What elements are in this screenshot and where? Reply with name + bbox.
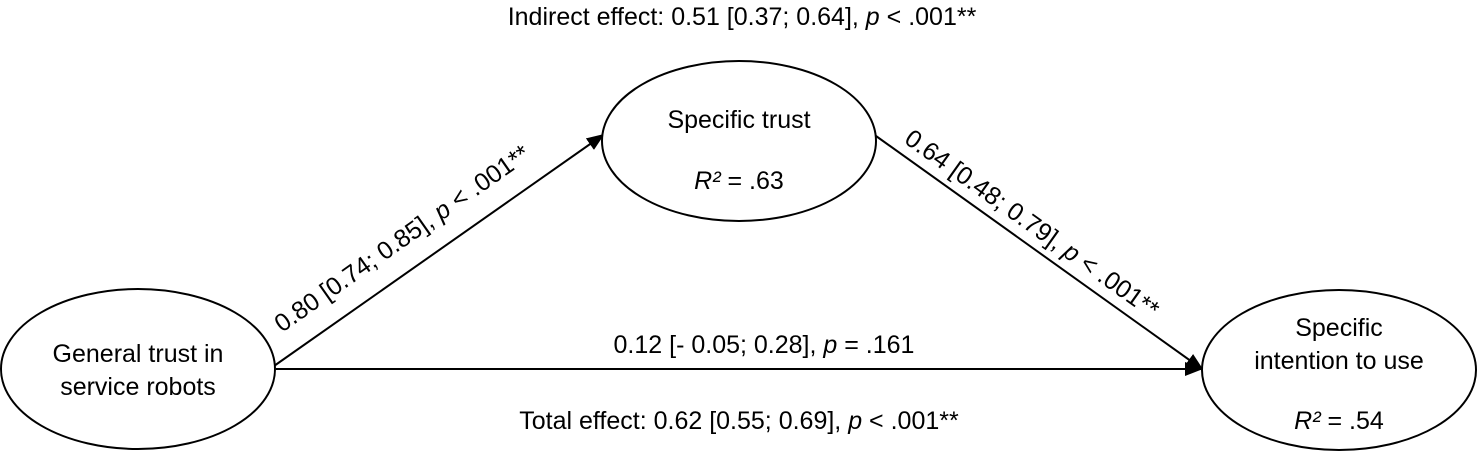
b-path-label: 0.64 [0.48; 0.79], p < .001** <box>900 124 1165 324</box>
edge-general-to-specific-trust <box>273 133 605 367</box>
indirect-effect-label: Indirect effect: 0.51 [0.37; 0.64], p < … <box>508 3 977 31</box>
general-trust-line2: service robots <box>60 373 216 401</box>
node-specific-trust <box>601 60 877 222</box>
intention-line2: intention to use <box>1254 347 1424 375</box>
node-general-trust <box>0 288 276 450</box>
intention-line1: Specific <box>1295 314 1383 342</box>
total-effect-label: Total effect: 0.62 [0.55; 0.69], p < .00… <box>519 407 959 435</box>
edge-specific-trust-to-intention <box>875 135 1204 371</box>
direct-path-label: 0.12 [- 0.05; 0.28], p = .161 <box>614 331 915 359</box>
specific-trust-title: Specific trust <box>667 106 810 134</box>
specific-trust-r2: R² = .63 <box>694 167 784 195</box>
general-trust-line1: General trust in <box>53 340 224 368</box>
node-intention-to-use <box>1201 289 1477 451</box>
a-path-label: 0.80 [0.74; 0.85], p < .001** <box>269 139 535 338</box>
intention-r2: R² = .54 <box>1294 407 1384 435</box>
